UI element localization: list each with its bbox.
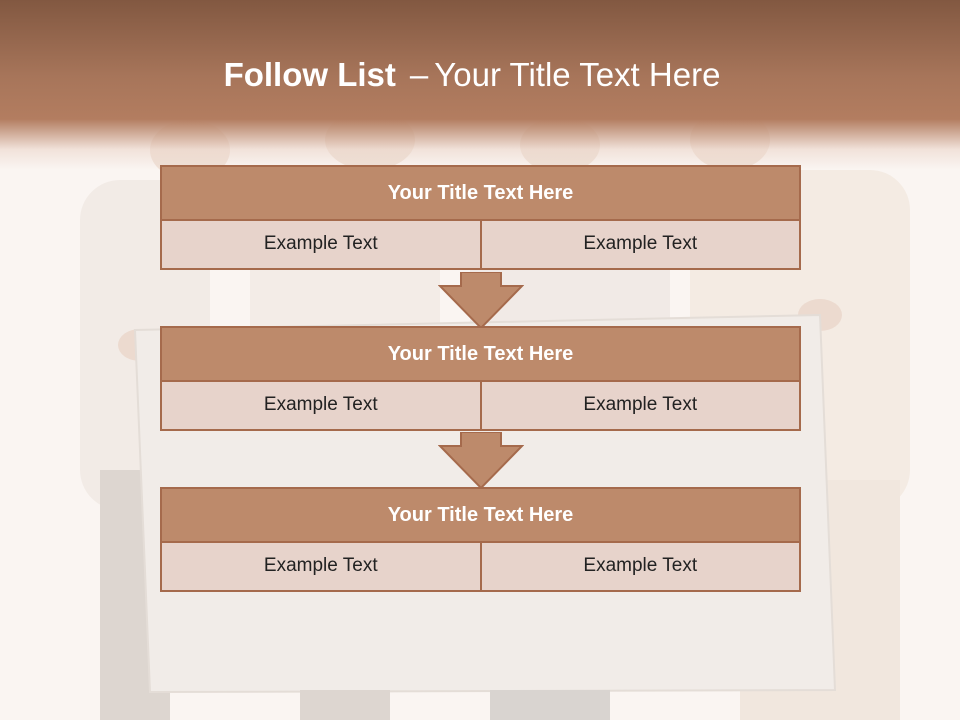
block-title: Your Title Text Here: [160, 326, 801, 382]
slide-title-bold: Follow List: [223, 56, 396, 93]
list-block-2: Your Title Text Here Example Text Exampl…: [160, 326, 801, 431]
block-row: Example Text Example Text: [160, 382, 801, 431]
block-cell-right: Example Text: [481, 221, 801, 270]
block-cell-right: Example Text: [481, 543, 801, 592]
header-band: [0, 0, 960, 170]
block-title: Your Title Text Here: [160, 487, 801, 543]
block-cell-left: Example Text: [160, 382, 482, 431]
block-cell-right: Example Text: [481, 382, 801, 431]
block-row: Example Text Example Text: [160, 221, 801, 270]
list-block-1: Your Title Text Here Example Text Exampl…: [160, 165, 801, 270]
block-row: Example Text Example Text: [160, 543, 801, 592]
block-title: Your Title Text Here: [160, 165, 801, 221]
list-block-3: Your Title Text Here Example Text Exampl…: [160, 487, 801, 592]
block-cell-left: Example Text: [160, 221, 482, 270]
block-cell-left: Example Text: [160, 543, 482, 592]
down-arrow-icon: [438, 272, 524, 330]
down-arrow-icon: [438, 432, 524, 490]
slide-title: Follow List–Your Title Text Here: [0, 56, 944, 94]
slide-title-rest: Your Title Text Here: [434, 56, 721, 93]
slide-title-dash: –: [409, 56, 429, 93]
